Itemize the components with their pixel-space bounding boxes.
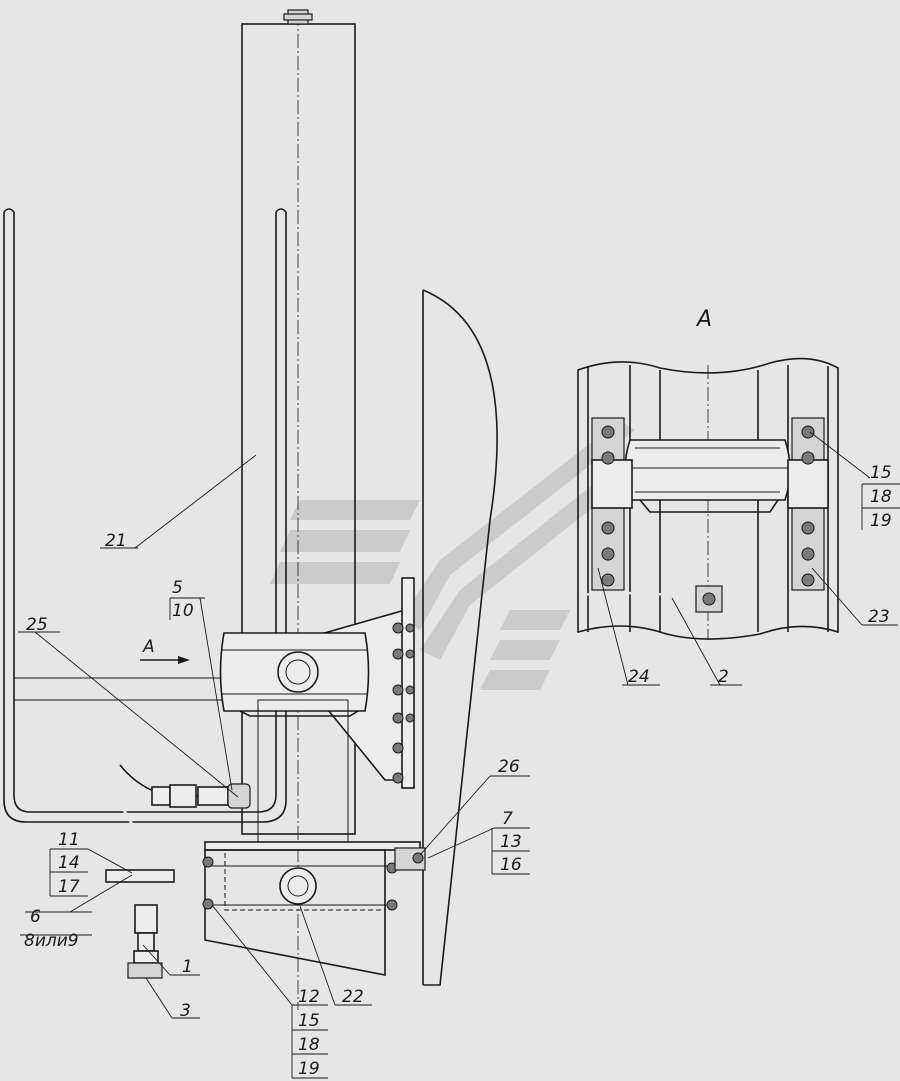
callout-11: 11 xyxy=(58,830,80,850)
callout-14: 14 xyxy=(58,853,80,873)
hydraulic-hose xyxy=(105,763,251,979)
callout-25: 25 xyxy=(26,615,48,635)
callout-18-bottom: 18 xyxy=(298,1035,320,1055)
callout-24: 24 xyxy=(628,667,650,687)
callout-10: 10 xyxy=(172,601,194,621)
callout-15-bottom: 15 xyxy=(298,1011,320,1031)
callout-26: 26 xyxy=(498,757,520,777)
callout-12: 12 xyxy=(298,987,320,1007)
frame-outline xyxy=(3,208,287,823)
callout-7: 7 xyxy=(502,809,513,829)
detail-view-a xyxy=(577,357,898,686)
leader-lines xyxy=(18,454,530,1019)
label-boxes xyxy=(20,483,900,1079)
callout-18-right: 18 xyxy=(870,487,892,507)
callout-15-right: 15 xyxy=(870,463,892,483)
watermark-logo xyxy=(270,420,640,690)
view-arrow-a xyxy=(140,656,190,664)
callout-21: 21 xyxy=(105,531,127,551)
callout-13: 13 xyxy=(500,832,522,852)
callout-3: 3 xyxy=(180,1001,191,1021)
callout-6: 6 xyxy=(30,907,41,927)
callout-17: 17 xyxy=(58,877,80,897)
callout-19-bottom: 19 xyxy=(298,1059,320,1079)
callout-19-right: 19 xyxy=(870,511,892,531)
arrow-a-label: A xyxy=(142,637,155,657)
callout-23: 23 xyxy=(868,607,890,627)
upper-trunnion xyxy=(219,632,370,717)
callout-22: 22 xyxy=(342,987,364,1007)
callout-8-or-9: 8или9 xyxy=(24,931,79,951)
callout-5: 5 xyxy=(172,578,183,598)
lower-support xyxy=(202,699,426,976)
callout-16: 16 xyxy=(500,855,522,875)
callout-2: 2 xyxy=(718,667,729,687)
view-a-title: A xyxy=(695,307,712,332)
callout-1: 1 xyxy=(182,957,193,977)
